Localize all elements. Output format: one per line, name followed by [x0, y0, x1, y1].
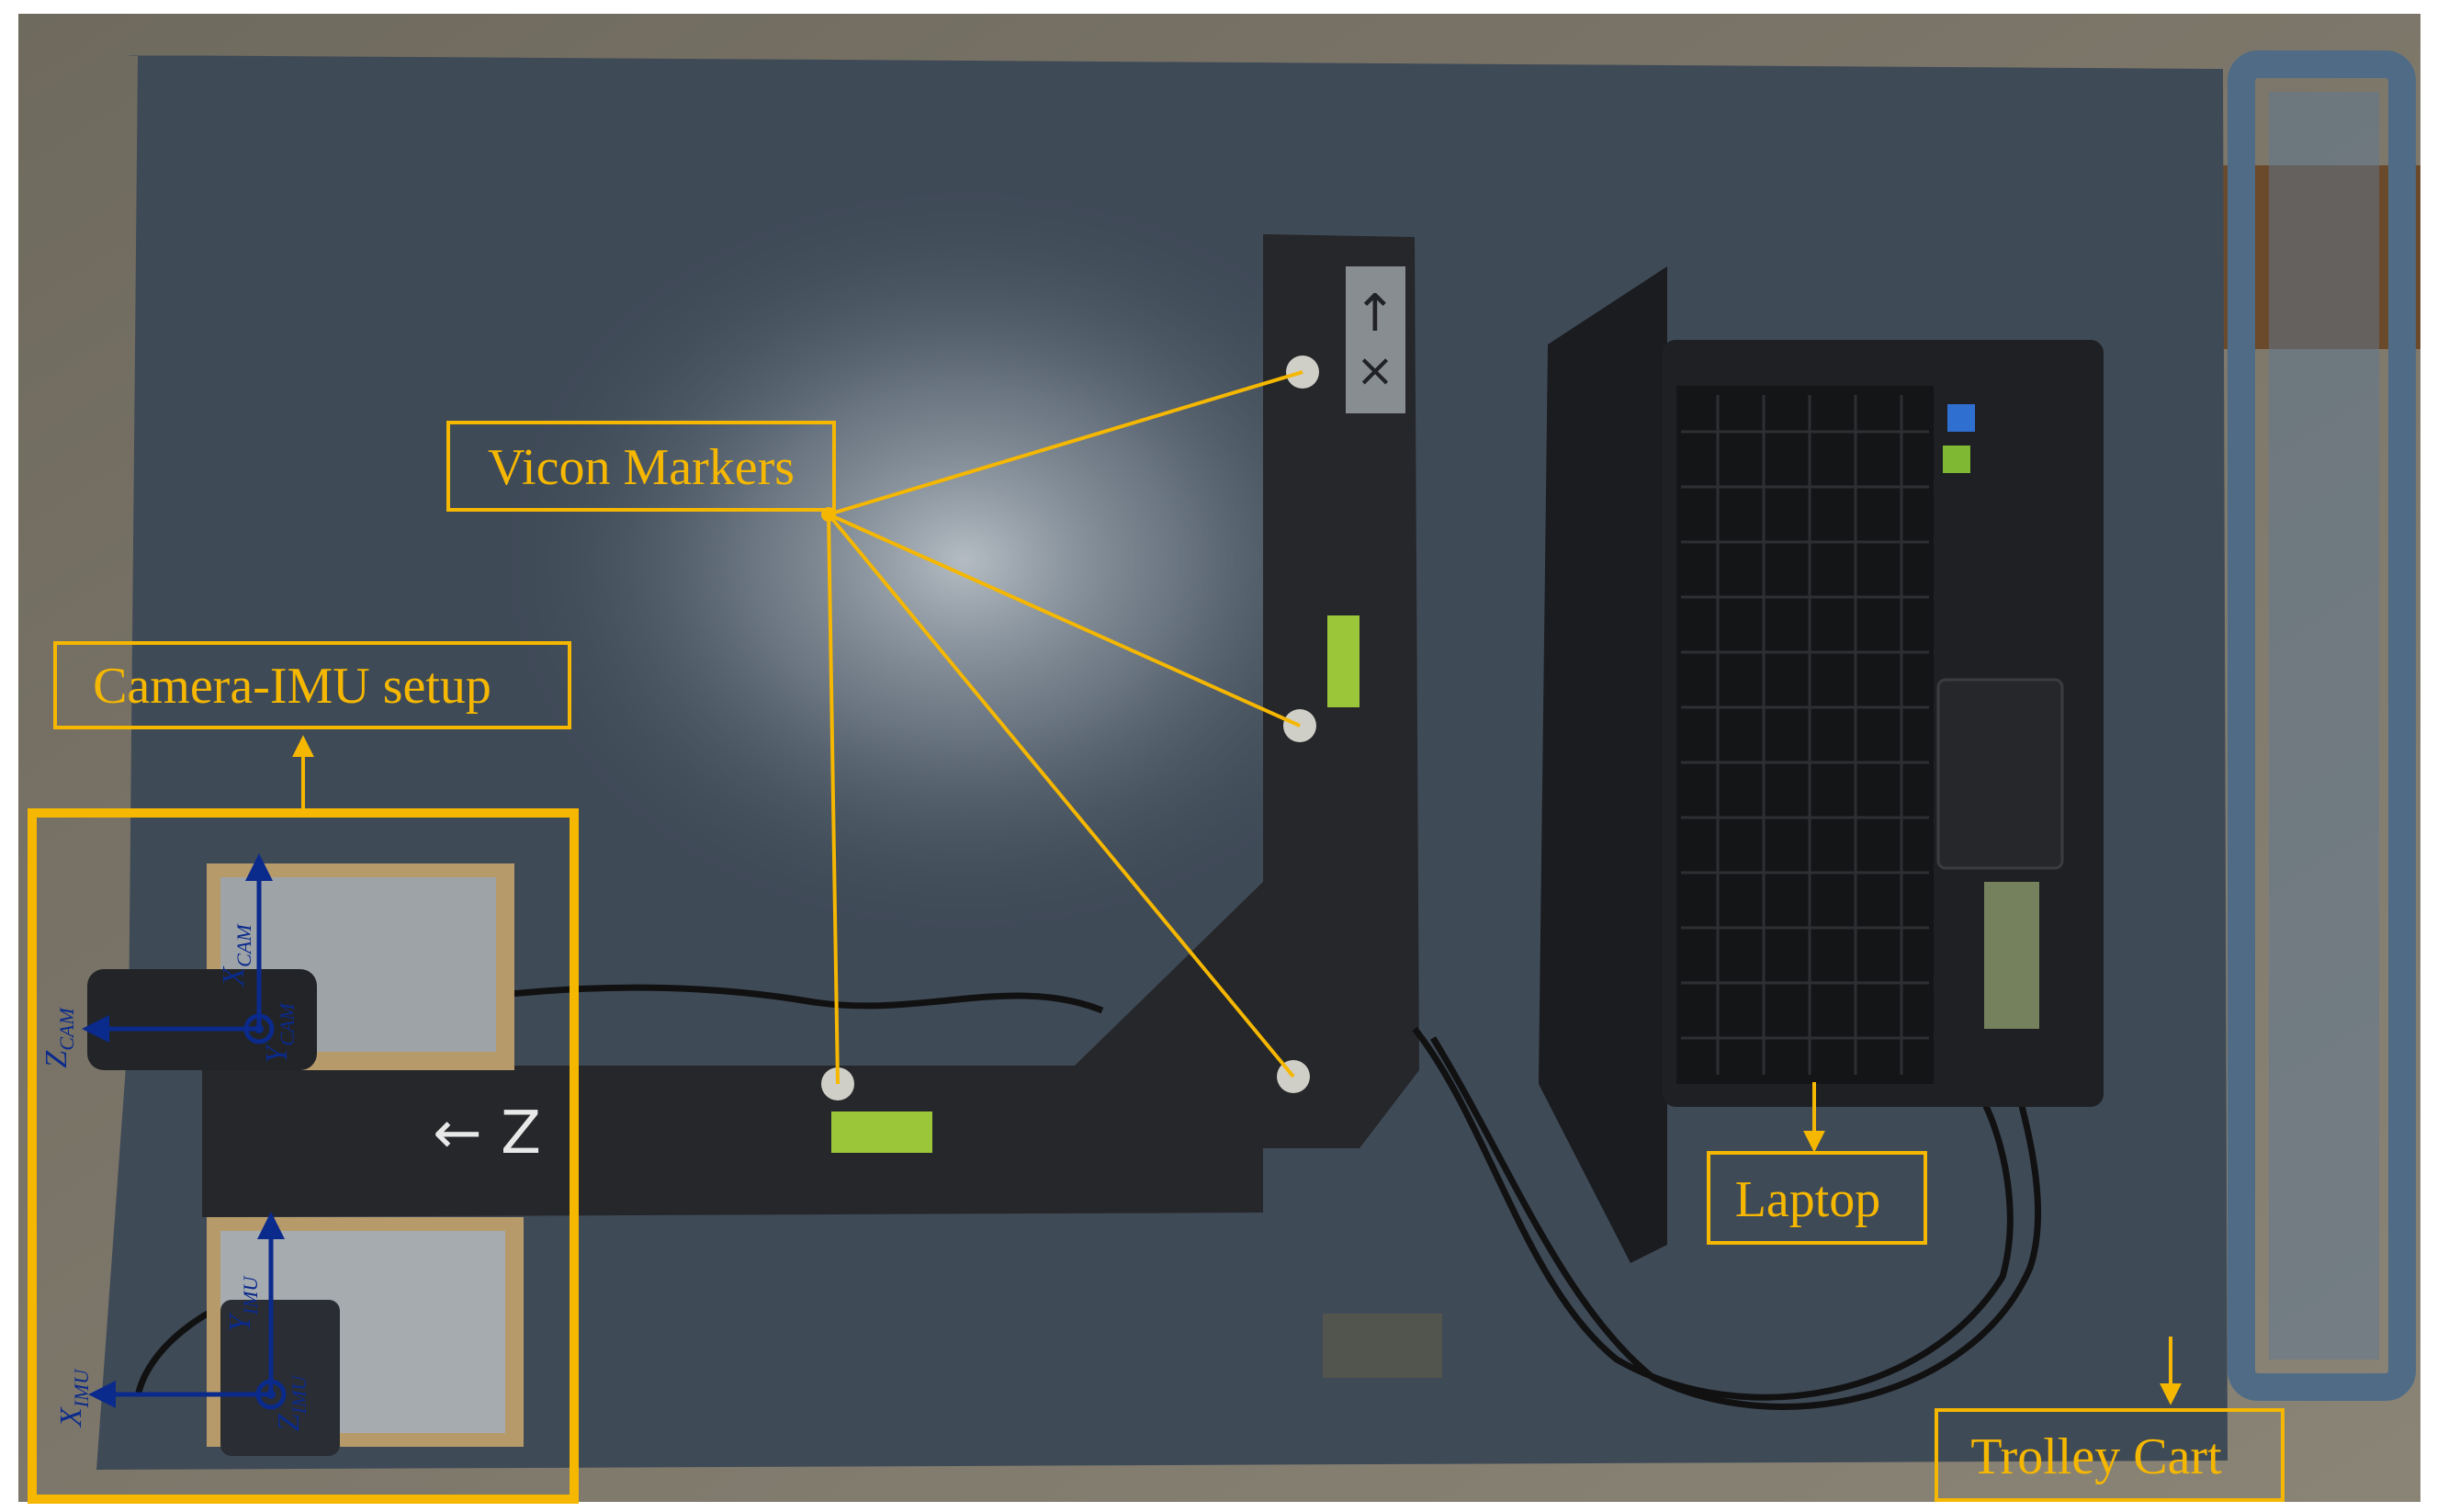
light-glare	[487, 175, 1442, 946]
trolley-cart-label: Trolley Cart	[1970, 1428, 2222, 1485]
vicon-marker-leader-lines	[827, 370, 1303, 1085]
tape-patch	[1323, 1314, 1442, 1378]
axis-origin-icon	[243, 1013, 275, 1044]
vicon-markers-label: Vicon Markers	[488, 439, 795, 496]
trolley-frame	[2228, 51, 2416, 1401]
imu-y-label: YIMU	[223, 1275, 262, 1333]
laptop-touchpad	[1936, 678, 2064, 870]
svg-text:← Z: ← Z	[433, 1100, 541, 1168]
svg-text:↑: ↑	[1354, 284, 1397, 344]
leader-origin-dot	[821, 507, 836, 522]
vicon-markers-label-box	[446, 421, 836, 512]
camera-imu-label-box	[53, 641, 571, 729]
imu-body	[220, 1300, 340, 1456]
camera-axes	[82, 853, 275, 1044]
camera-imu-label: Camera-IMU setup	[93, 658, 491, 715]
cam-x-label: XCAM	[217, 923, 255, 988]
laptop-device	[1539, 266, 2104, 1263]
laptop-keyboard	[1681, 395, 1929, 1075]
laptop-label: Laptop	[1735, 1171, 1881, 1228]
imu-x-label: XIMU	[54, 1368, 93, 1428]
svg-text:×: ×	[1356, 344, 1394, 397]
trolley-cart-label-box	[1935, 1408, 2285, 1502]
cam-z-label: ZCAM	[39, 1007, 78, 1068]
imu-z-label: ZIMU	[272, 1374, 310, 1432]
axis-origin-icon	[255, 1379, 287, 1410]
camera-imu-highlight-box	[28, 808, 579, 1504]
calibration-wand: ↑ × ← Z	[202, 234, 1419, 1217]
cam-y-label: YCAM	[260, 1002, 299, 1064]
laptop-label-box	[1707, 1151, 1927, 1245]
imu-axes	[88, 1212, 287, 1410]
